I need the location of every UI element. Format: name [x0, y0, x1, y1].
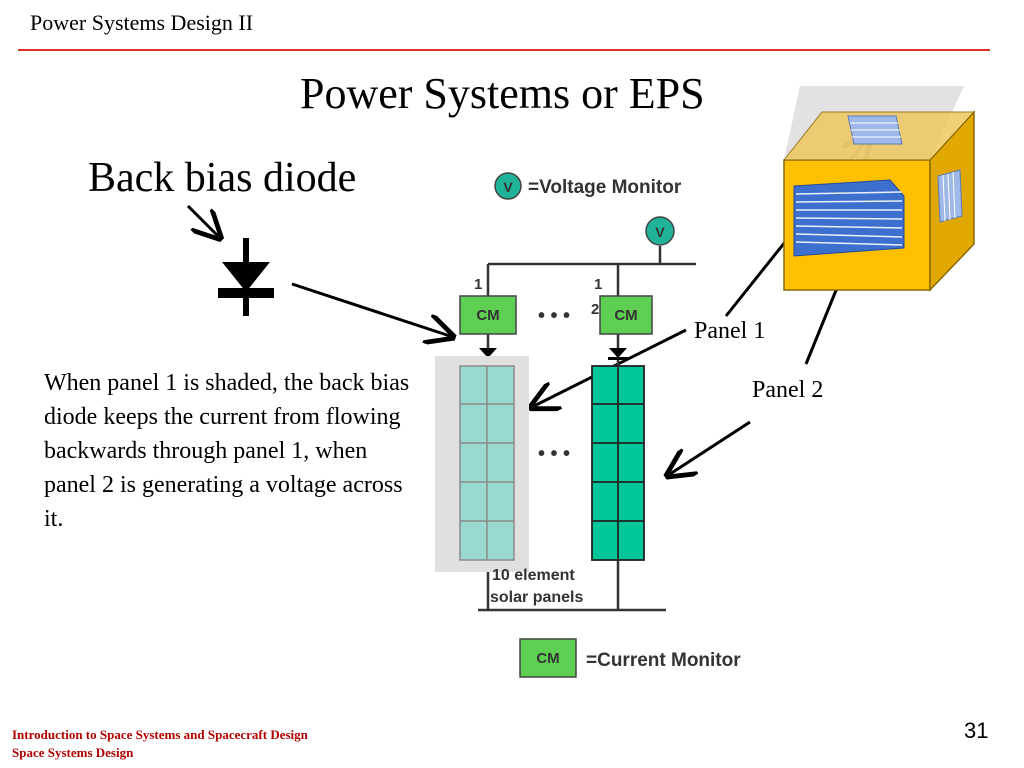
voltage-legend-text: =Voltage Monitor: [528, 177, 682, 198]
subtitle-arrow: [186, 204, 218, 236]
slide-title: Power Systems or EPS: [300, 69, 705, 118]
ellipsis-mid: • • •: [538, 443, 570, 465]
diode-symbol: [218, 238, 274, 316]
current-legend-text: =Current Monitor: [586, 650, 741, 671]
voltage-monitor-legend: V =Voltage Monitor: [494, 172, 682, 200]
diode-to-circuit-arrow: [291, 282, 450, 336]
panel-caption-line2: solar panels: [490, 589, 583, 606]
panel-1-label: Panel 1: [694, 318, 766, 344]
panel2-diode: [609, 348, 627, 358]
index-label-2a: 1: [594, 276, 602, 293]
shaded-panel-1: [435, 356, 529, 572]
side-solar-patch: [937, 169, 963, 223]
panel-caption-line1: 10 element: [492, 567, 575, 584]
circuit-wiring: [478, 246, 696, 612]
ellipsis-top: • • •: [538, 305, 570, 327]
current-monitor-2: CM: [599, 295, 653, 335]
panel2-label-arrow: [670, 420, 751, 474]
footer: Introduction to Space Systems and Spacec…: [12, 726, 308, 762]
cm-box-2-label: CM: [614, 307, 637, 324]
voltage-legend-symbol: V: [503, 179, 513, 195]
voltage-monitor: V: [645, 216, 675, 246]
panel1-diode: [479, 348, 497, 358]
voltage-monitor-symbol: V: [655, 224, 665, 240]
footer-line-1: Introduction to Space Systems and Spacec…: [12, 727, 308, 742]
header-course-title: Power Systems Design II: [30, 10, 254, 35]
footer-line-2: Space Systems Design: [12, 745, 134, 760]
top-solar-patch: [847, 115, 903, 145]
header-divider: [18, 49, 990, 51]
panel-2-label: Panel 2: [752, 377, 824, 403]
active-panel-2: [591, 365, 645, 561]
spacecraft-illustration: [782, 86, 976, 292]
body-text: When panel 1 is shaded, the back bias di…: [44, 370, 410, 532]
index-label-2b: 2: [591, 301, 599, 318]
slide-subtitle: Back bias diode: [88, 155, 357, 201]
index-label-1: 1: [474, 276, 482, 293]
current-monitor-1: CM: [459, 295, 517, 335]
front-solar-array: [793, 179, 905, 257]
cm-box-1-label: CM: [476, 307, 499, 324]
current-monitor-legend: CM =Current Monitor: [519, 638, 741, 678]
current-legend-symbol: CM: [536, 650, 559, 667]
page-number: 31: [964, 718, 989, 743]
